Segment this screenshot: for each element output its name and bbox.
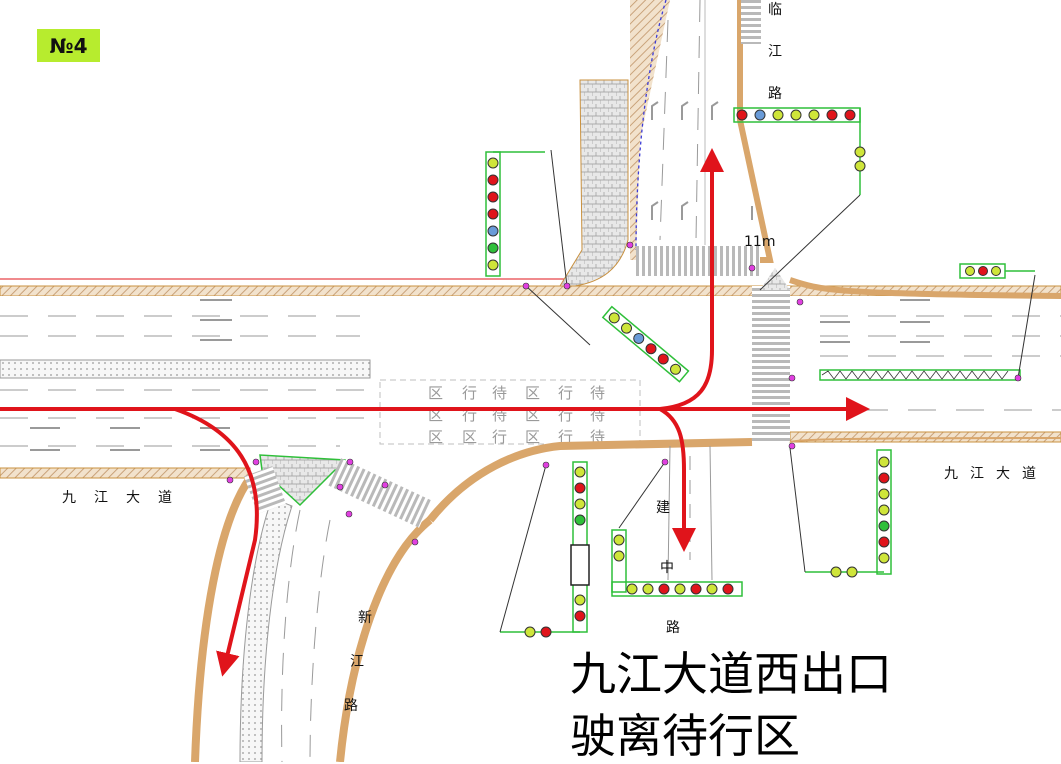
caption-line-2: 驶离待行区 (570, 709, 800, 763)
drawing-number-badge: №4 (37, 29, 100, 62)
main-road (0, 278, 1061, 479)
road-name-west-2: 江 (94, 490, 108, 506)
road-name-north-top: 临 (768, 2, 782, 18)
east-crossing (752, 268, 1061, 443)
signal-poles (226, 241, 1022, 546)
signal-group-south-east (789, 447, 892, 578)
svg-text:区: 区 (428, 384, 443, 402)
svg-text:待: 待 (492, 384, 507, 402)
road-name-southwest-2: 江 (350, 654, 364, 670)
svg-text:行: 行 (492, 428, 507, 446)
road-labels: 临 江 路 九 江 大 道 九 江 大 道 建 中 路 新 江 路 (62, 2, 1036, 714)
road-name-east-2: 江 (970, 466, 984, 482)
road-name-north-2: 路 (768, 86, 782, 102)
signal-group-north-west (485, 149, 568, 287)
road-name-west-3: 大 (126, 490, 140, 506)
southwest-road (191, 438, 753, 762)
svg-text:区: 区 (462, 428, 477, 446)
signal-group-south-center (611, 461, 743, 597)
signal-group-center (525, 285, 690, 383)
south-road (667, 445, 713, 581)
road-name-north-1: 江 (768, 44, 782, 60)
signal-group-south-west (499, 461, 590, 638)
signal-group-east (959, 263, 1036, 379)
road-name-south-2: 中 (660, 560, 674, 576)
svg-text:区: 区 (525, 384, 540, 402)
road-name-southwest-1: 新 (358, 610, 372, 626)
road-name-south-3: 路 (666, 620, 680, 636)
traffic-routes (0, 148, 870, 677)
svg-text:行: 行 (558, 428, 573, 446)
caption-line-1: 九江大道西出口 (570, 647, 892, 701)
road-name-west-4: 道 (158, 490, 172, 506)
svg-text:待: 待 (590, 384, 605, 402)
svg-text:行: 行 (462, 384, 477, 402)
road-name-west-1: 九 (62, 490, 76, 506)
svg-text:行: 行 (558, 384, 573, 402)
route-southwest (174, 407, 259, 677)
road-name-east-1: 九 (944, 466, 958, 482)
route-left-north (659, 148, 724, 411)
road-name-east-4: 道 (1022, 466, 1036, 482)
road-name-east-3: 大 (996, 466, 1010, 482)
svg-text:区: 区 (525, 428, 540, 446)
svg-text:区: 区 (428, 428, 443, 446)
north-road: 11m (559, 0, 775, 287)
road-name-southwest-3: 路 (344, 698, 358, 714)
route-right-south (658, 407, 696, 552)
road-name-south-1: 建 (656, 500, 670, 516)
signal-group-north-east (733, 107, 866, 291)
distance-label: 11m (744, 234, 775, 250)
